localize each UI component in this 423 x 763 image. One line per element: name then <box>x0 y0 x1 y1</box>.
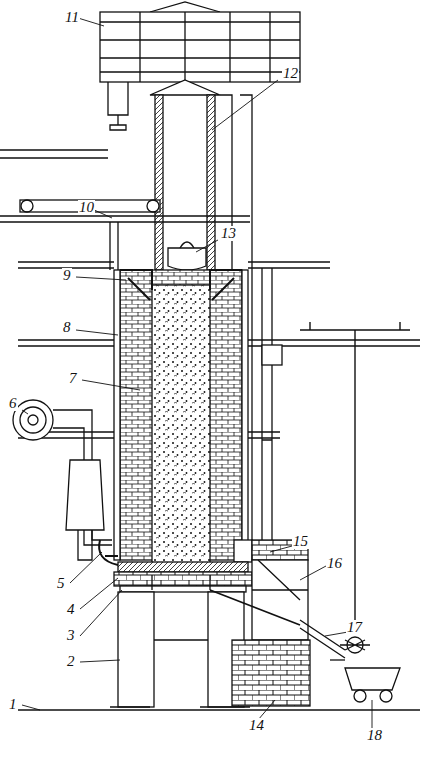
callout-number: 10 <box>78 200 95 215</box>
callout-number: 2 <box>66 654 76 669</box>
callout-number: 18 <box>366 728 383 743</box>
callout-number: 5 <box>56 576 66 591</box>
callout-number: 13 <box>220 226 237 241</box>
callout-number: 8 <box>62 320 72 335</box>
callout-number: 15 <box>292 534 309 549</box>
callout-number: 16 <box>326 556 343 571</box>
callout-number: 4 <box>66 602 76 617</box>
callout-number: 6 <box>8 396 18 411</box>
callout-number: 1 <box>8 697 18 712</box>
kiln-drawing <box>0 2 420 728</box>
callout-number: 9 <box>62 268 72 283</box>
callout-number: 17 <box>346 620 363 635</box>
callout-number: 3 <box>66 628 76 643</box>
callout-number: 7 <box>68 371 78 386</box>
callout-number: 11 <box>64 10 80 25</box>
callout-number: 14 <box>248 718 265 733</box>
callout-number: 12 <box>282 66 299 81</box>
